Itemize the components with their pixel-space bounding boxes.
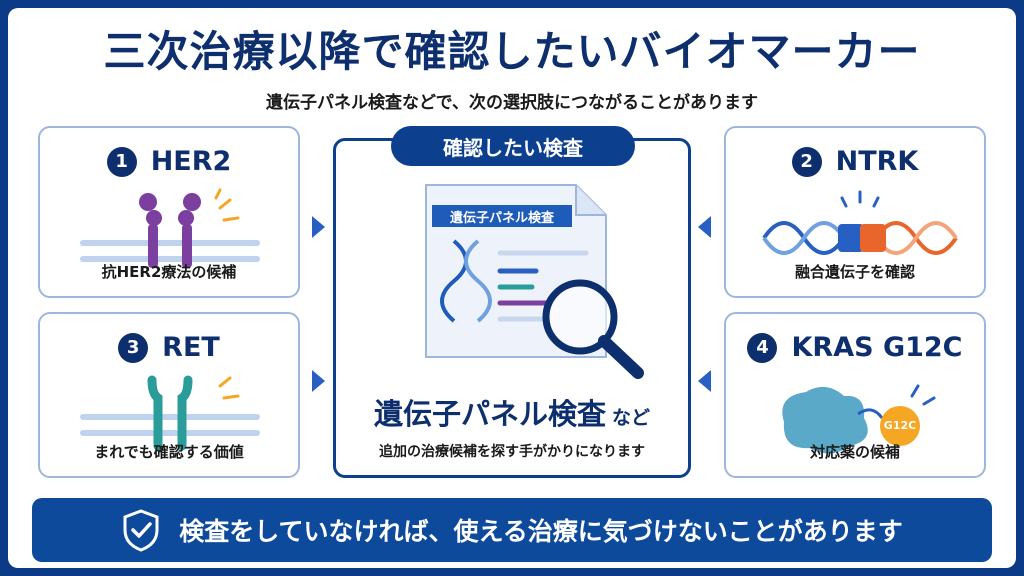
center-panel: 遺伝子パネル検査 遺伝子パネル検査など 追加の治療候補を探す手がかりになります <box>333 138 691 478</box>
page-title: 三次治療以降で確認したいバイオマーカー <box>103 27 921 76</box>
card-caption-ret: まれでも確認する価値 <box>94 443 244 461</box>
card-caption-her2: 抗HER2療法の候補 <box>101 263 237 281</box>
center-main-suffix: など <box>612 407 651 429</box>
arrow-right-icon <box>312 216 325 238</box>
center-caption: 追加の治療候補を探す手がかりになります <box>379 444 645 460</box>
card-ret: 3 RET まれでも確認する価値 <box>38 312 300 478</box>
arrow-left-icon <box>698 370 711 392</box>
kras-protein-icon <box>782 384 936 454</box>
card-kras: 4 KRAS G12C G12C 対応薬の候補 <box>724 312 986 478</box>
card-her2: 1 HER2 抗HER2療法の候補 <box>38 126 300 298</box>
gene-fusion-icon <box>762 190 958 255</box>
center-tab: 確認したい検査 <box>391 126 635 166</box>
card-title-ret: RET <box>162 332 220 363</box>
report-label: 遺伝子パネル検査 <box>449 211 554 226</box>
arrow-right-icon <box>312 370 325 392</box>
card-title-kras: KRAS G12C <box>791 332 963 363</box>
bottom-banner: 検査をしていなければ、使える治療に気づけないことがあります <box>32 498 992 562</box>
page-subtitle: 遺伝子パネル検査などで、次の選択肢につながることがあります <box>266 93 758 113</box>
g12c-badge: G12C <box>883 419 917 432</box>
card-title-her2: HER2 <box>150 146 232 177</box>
arrow-left-icon <box>698 216 711 238</box>
shield-check-icon <box>123 509 159 552</box>
card-caption-ntrk: 融合遺伝子を確認 <box>794 263 915 281</box>
number-badge-4: 4 <box>747 332 778 363</box>
ret-receptor-icon <box>80 375 260 451</box>
banner-text: 検査をしていなければ、使える治療に気づけないことがあります <box>179 517 903 546</box>
test-report-icon <box>425 184 644 379</box>
number-badge-1: 1 <box>106 146 137 177</box>
card-ntrk: 2 NTRK 融合遺伝子を確認 <box>724 126 986 298</box>
her2-receptor-icon <box>80 188 260 268</box>
center-main-text: 遺伝子パネル検査 <box>373 397 606 431</box>
card-caption-kras: 対応薬の候補 <box>809 443 900 461</box>
center-main-label: 遺伝子パネル検査など <box>336 391 688 433</box>
card-title-ntrk: NTRK <box>835 146 919 177</box>
number-badge-3: 3 <box>118 332 149 363</box>
number-badge-2: 2 <box>791 146 822 177</box>
